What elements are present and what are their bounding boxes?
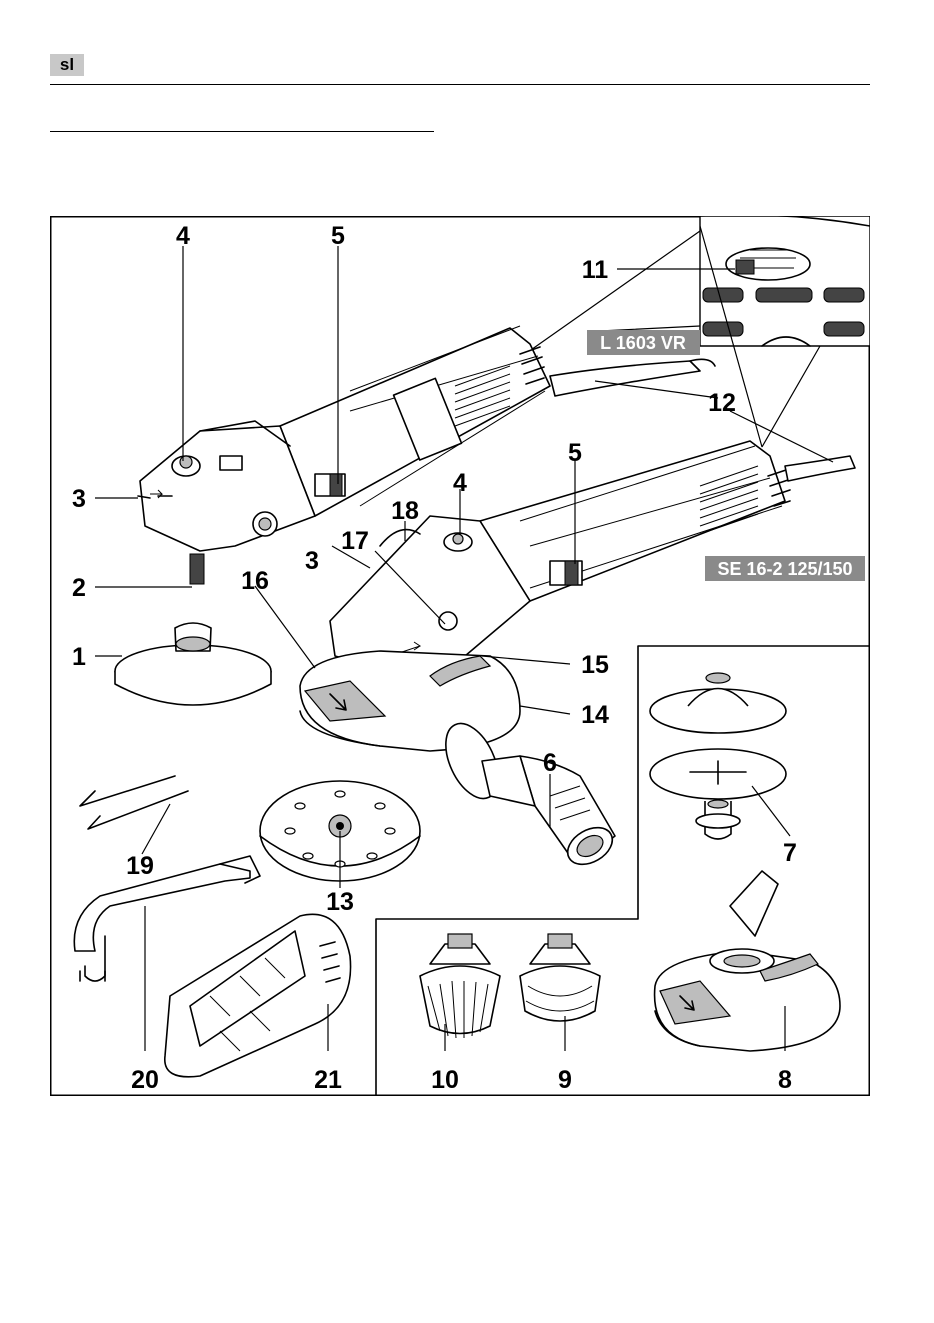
callout-20: 20: [131, 1066, 159, 1094]
callout-18: 18: [391, 497, 419, 525]
exploded-diagram: L 1603 VR SE 16-2 125/150 4 5: [50, 216, 870, 1096]
section-rule: [50, 131, 434, 132]
callout-15: 15: [581, 651, 609, 679]
callout-16: 16: [241, 567, 269, 595]
polisher-model-label: L 1603 VR: [600, 333, 686, 353]
diagram-canvas: L 1603 VR SE 16-2 125/150 4 5: [50, 216, 870, 1096]
language-badge: sl: [50, 54, 84, 76]
callout-6: 6: [543, 749, 557, 777]
callout-8: 12: [708, 389, 736, 417]
callout-3-polisher: 3: [72, 485, 86, 513]
callout-4-polisher: 4: [176, 222, 190, 250]
callout-12: 10: [431, 1066, 459, 1094]
grinder-model-label: SE 16-2 125/150: [717, 559, 852, 579]
header-rule: [50, 84, 870, 85]
callout-5-grinder: 5: [568, 439, 582, 467]
callout-17: 17: [341, 527, 369, 555]
callout-21: 21: [314, 1066, 342, 1094]
callout-13: 13: [326, 888, 354, 916]
grinder-model-plate: SE 16-2 125/150: [705, 556, 865, 581]
callout-14: 14: [581, 701, 609, 729]
callout-4-grinder: 4: [453, 469, 467, 497]
callout-11: 9: [558, 1066, 572, 1094]
callout-2: 2: [72, 574, 86, 602]
callout-19: 19: [126, 852, 154, 880]
language-code: sl: [60, 55, 74, 75]
callout-3-grinder: 3: [305, 547, 319, 575]
callout-9: 7: [783, 839, 797, 867]
callout-7: 11: [582, 256, 609, 284]
callout-10: 8: [778, 1066, 792, 1094]
callout-1: 1: [72, 643, 86, 671]
polisher-model-plate: L 1603 VR: [587, 330, 700, 355]
callout-5-polisher: 5: [331, 222, 345, 250]
